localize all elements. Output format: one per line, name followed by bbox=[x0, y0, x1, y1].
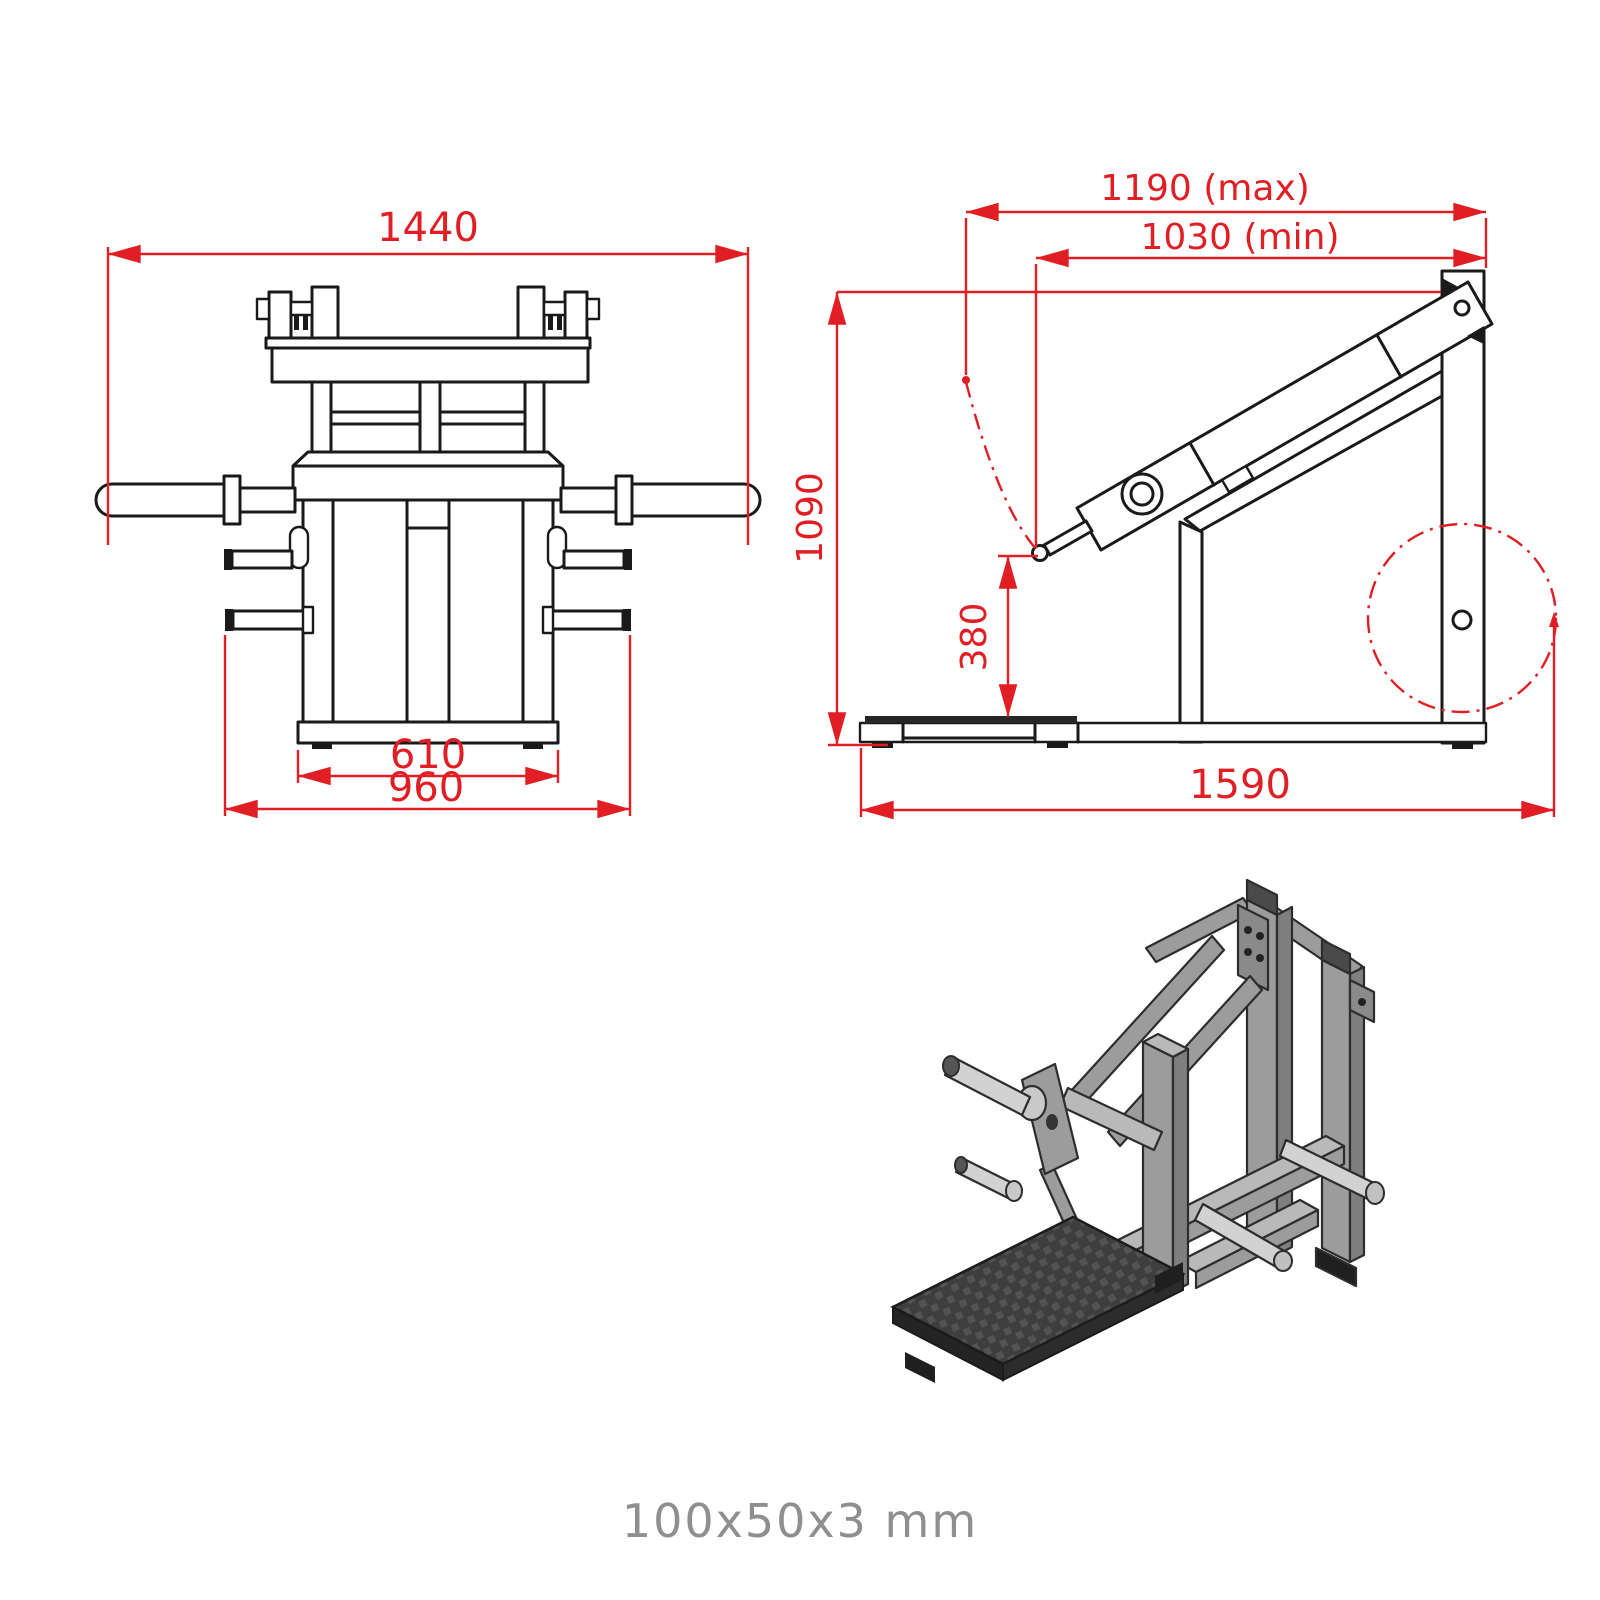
base-foot bbox=[523, 743, 543, 749]
dim-label-reach-min: 1030 (min) bbox=[1140, 217, 1339, 258]
top-bracket-plate bbox=[563, 290, 589, 343]
j-hook-right bbox=[546, 525, 568, 570]
side-column-right bbox=[523, 380, 546, 454]
bolt-mark bbox=[294, 316, 299, 330]
handlebar-right-grip bbox=[614, 482, 762, 518]
iso-bolt bbox=[1358, 998, 1366, 1006]
handle-shaft bbox=[1042, 519, 1094, 557]
top-bracket-plate bbox=[516, 285, 546, 343]
weight-peg-lower-left bbox=[231, 609, 307, 631]
dim-label-overall-width: 1440 bbox=[377, 205, 479, 251]
handlebar-left-grip bbox=[94, 482, 242, 518]
bolt-mark bbox=[557, 316, 562, 330]
top-beam bbox=[270, 346, 590, 384]
peg-cap bbox=[623, 609, 631, 631]
dim-label-overall-length: 1590 bbox=[1189, 762, 1291, 808]
top-bracket-plate bbox=[267, 290, 293, 343]
iso-handle-cap bbox=[954, 1156, 968, 1174]
side-view: 1190 (max) 1030 (min) 1090 380 1590 bbox=[790, 168, 1559, 820]
lever-arm bbox=[1075, 280, 1494, 552]
iso-rear-post-left-side bbox=[1275, 905, 1294, 1257]
iso-front-tower-side bbox=[1171, 1047, 1190, 1294]
iso-bolt bbox=[1244, 948, 1252, 956]
peg-cap bbox=[224, 549, 232, 570]
front-view-machine bbox=[94, 285, 762, 749]
dim-label-overall-height: 1090 bbox=[790, 472, 831, 564]
side-view-machine bbox=[858, 269, 1494, 749]
weld-wedge bbox=[1467, 326, 1484, 344]
iso-platform-foot bbox=[905, 1352, 935, 1383]
peg-socket bbox=[541, 605, 555, 635]
peg-hole bbox=[1451, 609, 1473, 631]
base-foot bbox=[312, 743, 332, 749]
crossbar-bevel bbox=[291, 450, 565, 468]
weight-plate-circle bbox=[1366, 522, 1558, 714]
arm-stub bbox=[1220, 464, 1255, 494]
center-tube-lower bbox=[405, 498, 451, 724]
front-view-dimensions: 1440 610 960 bbox=[106, 205, 750, 819]
bolt-head bbox=[585, 297, 601, 321]
iso-peg-end bbox=[1365, 1181, 1385, 1205]
peg-socket bbox=[301, 605, 315, 635]
handlebar-left-shaft bbox=[238, 486, 297, 514]
iso-arm-hole bbox=[1046, 1114, 1058, 1130]
tube-spec-caption: 100x50x3 mm bbox=[622, 1494, 978, 1548]
rung-right bbox=[438, 410, 527, 426]
rung-left bbox=[329, 410, 422, 426]
ext-arrow bbox=[1549, 612, 1559, 627]
dim-label-handle-height: 380 bbox=[954, 603, 995, 672]
isometric-view bbox=[890, 878, 1385, 1383]
bearing-inner bbox=[1129, 481, 1155, 507]
iso-bolt bbox=[1244, 926, 1252, 934]
j-hook-left bbox=[288, 525, 310, 570]
bolt-mark bbox=[303, 316, 308, 330]
iso-foot bbox=[1314, 1246, 1358, 1288]
iso-peg-end bbox=[1273, 1250, 1293, 1272]
dim-label-base-inner: 610 bbox=[390, 732, 466, 778]
arm-seam bbox=[1375, 333, 1403, 379]
weight-peg-lower-right bbox=[549, 609, 625, 631]
handlebar-left-collar bbox=[222, 474, 242, 526]
handlebar-right-collar bbox=[614, 474, 634, 526]
dim-label-reach-max: 1190 (max) bbox=[1100, 168, 1310, 209]
front-view: 1440 610 960 bbox=[94, 205, 762, 819]
base-plate bbox=[296, 720, 560, 745]
iso-top-bracket bbox=[1236, 903, 1270, 992]
handle-swing-arc bbox=[964, 381, 1037, 550]
iso-bolt bbox=[1256, 954, 1264, 962]
dim-label-base-outer: 960 bbox=[388, 765, 464, 811]
weight-peg-upper-right bbox=[562, 549, 626, 570]
iso-handle-cap bbox=[942, 1055, 960, 1077]
iso-rear-post-right bbox=[1320, 958, 1352, 1264]
pivot-hole bbox=[1453, 299, 1471, 317]
iso-handle-collar bbox=[1005, 1180, 1023, 1202]
weight-peg-upper-left bbox=[230, 549, 294, 570]
center-tube-upper bbox=[418, 380, 442, 454]
foot-platform-edge bbox=[865, 716, 1077, 723]
handlebar-right-shaft bbox=[559, 486, 618, 514]
crossbar bbox=[291, 464, 565, 502]
side-column-left bbox=[310, 380, 333, 454]
bolt-head bbox=[255, 297, 271, 321]
bolt-shaft bbox=[542, 300, 567, 317]
weld-wedge bbox=[1442, 278, 1460, 298]
front-tower bbox=[1178, 520, 1204, 744]
bolt-mark bbox=[548, 316, 553, 330]
base-foot bbox=[1047, 742, 1068, 748]
iso-bolt bbox=[1256, 932, 1264, 940]
bolt-shaft bbox=[289, 300, 314, 317]
peg-cap bbox=[225, 609, 233, 631]
peg-cap bbox=[624, 549, 632, 570]
base-foot bbox=[1452, 743, 1473, 749]
arc-start-dot bbox=[962, 376, 970, 384]
side-view-dimensions: 1190 (max) 1030 (min) 1090 380 1590 bbox=[790, 168, 1559, 820]
arm-seam bbox=[1188, 441, 1216, 487]
top-bracket-plate bbox=[310, 285, 340, 343]
iso-platform-foot bbox=[1155, 1262, 1183, 1294]
